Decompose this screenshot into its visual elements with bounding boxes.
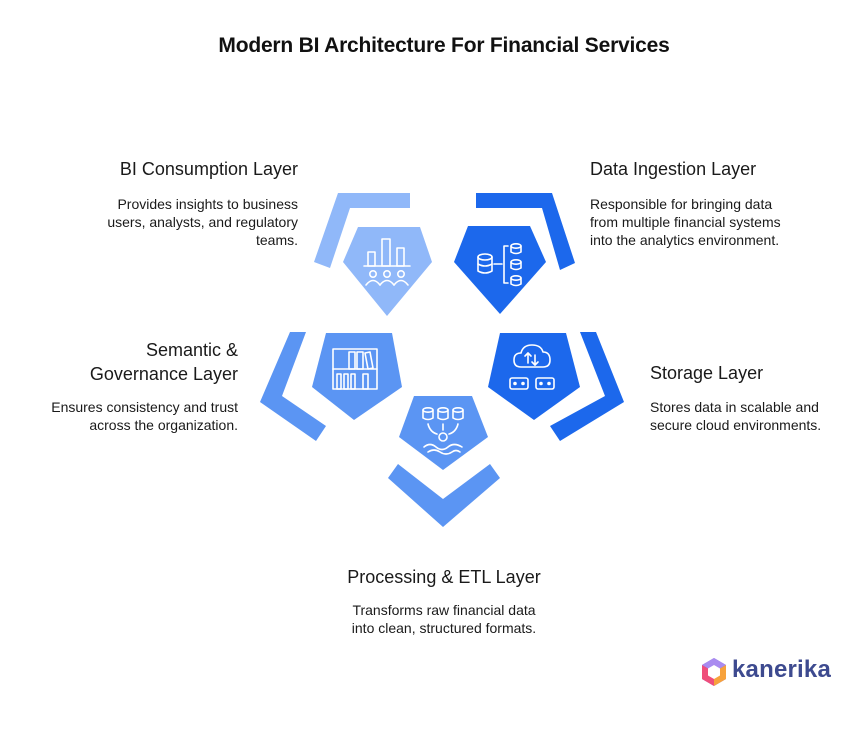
database-connect-icon xyxy=(477,243,522,287)
storage-description: Stores data in scalable and secure cloud… xyxy=(650,398,860,434)
semantic-title-line: Governance Layer xyxy=(89,364,238,384)
data-ingestion-segment xyxy=(454,193,575,314)
processing-description: Transforms raw financial data into clean… xyxy=(314,601,574,637)
bi-consumption-chevron xyxy=(314,193,410,268)
semantic-segment xyxy=(260,332,402,441)
brand-logo: kanerika xyxy=(700,655,835,687)
semantic-pentagon xyxy=(312,333,402,420)
storage-pentagon xyxy=(488,333,580,420)
bi-consumption-desc-line: users, analysts, and regulatory xyxy=(107,214,298,230)
data-ingestion-desc-line: into the analytics environment. xyxy=(590,232,780,248)
processing-desc-line: Transforms raw financial data xyxy=(352,602,536,618)
data-ingestion-title: Data Ingestion Layer xyxy=(590,159,757,179)
bi-consumption-title: BI Consumption Layer xyxy=(119,159,298,179)
processing-desc-line: into clean, structured formats. xyxy=(351,620,537,636)
cloud-transfer-icon xyxy=(509,344,555,390)
brand-name: kanerika xyxy=(732,656,832,683)
semantic-desc-line: Ensures consistency and trust xyxy=(51,399,238,415)
storage-desc-line: Stores data in scalable and xyxy=(650,399,819,415)
kanerika-logo-icon xyxy=(702,658,726,686)
analytics-users-icon xyxy=(363,238,411,286)
data-ingestion-chevron xyxy=(476,193,575,270)
library-books-icon xyxy=(332,348,378,390)
storage-segment xyxy=(488,332,624,441)
storage-title: Storage Layer xyxy=(650,363,764,383)
page-title: Modern BI Architecture For Financial Ser… xyxy=(218,34,670,57)
data-ingestion-pentagon xyxy=(454,226,546,314)
data-ingestion-desc-line: from multiple financial systems xyxy=(590,214,781,230)
semantic-chevron xyxy=(260,332,326,441)
bi-consumption-segment xyxy=(314,193,432,316)
storage-desc-line: secure cloud environments. xyxy=(650,417,822,433)
bi-consumption-desc-line: teams. xyxy=(255,232,298,248)
semantic-description: Ensures consistency and trust across the… xyxy=(20,398,238,434)
semantic-title: Semantic & Governance Layer xyxy=(30,338,238,386)
processing-segment xyxy=(388,396,500,527)
bi-consumption-desc-line: Provides insights to business xyxy=(117,196,298,212)
storage-chevron xyxy=(550,332,624,441)
semantic-title-line: Semantic & xyxy=(145,340,238,360)
processing-chevron xyxy=(388,464,500,527)
bi-consumption-description: Provides insights to business users, ana… xyxy=(60,195,298,249)
data-ingestion-description: Responsible for bringing data from multi… xyxy=(590,195,850,249)
processing-title: Processing & ETL Layer xyxy=(347,567,541,587)
semantic-desc-line: across the organization. xyxy=(89,417,238,433)
data-processing-icon xyxy=(422,406,464,455)
data-ingestion-desc-line: Responsible for bringing data xyxy=(590,196,773,212)
